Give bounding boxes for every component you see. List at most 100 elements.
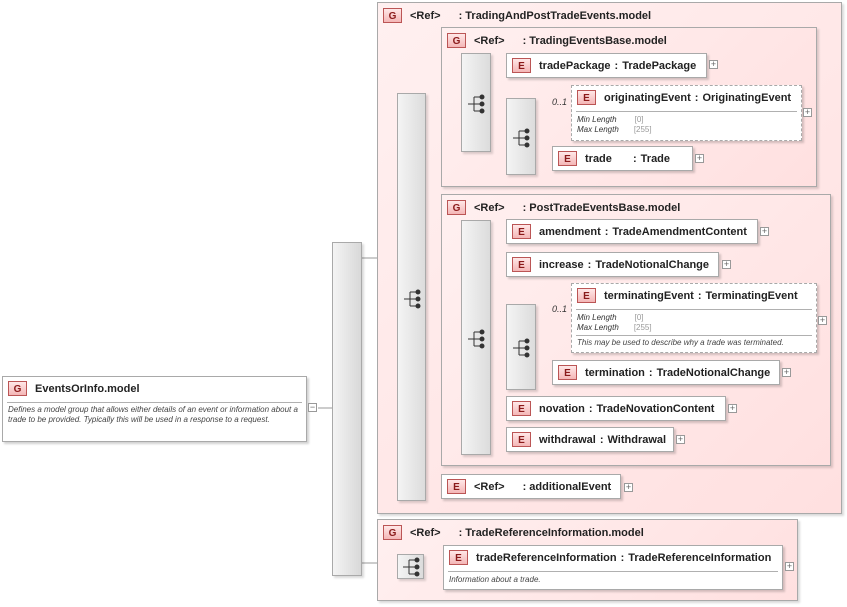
- length-facets: Min Length[0] Max Length[255]: [577, 115, 652, 134]
- element-badge-icon: E: [512, 257, 531, 272]
- divider: [576, 309, 812, 310]
- trade-reference-information-element[interactable]: E tradeReferenceInformation : TradeRefer…: [443, 545, 783, 590]
- expand-icon[interactable]: +: [624, 482, 633, 492]
- collapse-icon[interactable]: −: [308, 402, 317, 412]
- element-name: increase: [539, 258, 584, 271]
- expand-icon[interactable]: +: [709, 59, 718, 69]
- termination-element[interactable]: E termination : TradeNotionalChange: [552, 360, 780, 385]
- element-type: TerminatingEvent: [705, 289, 798, 302]
- sequence-compositor-icon: [403, 557, 420, 577]
- element-type: Withdrawal: [607, 433, 667, 446]
- sequence-bar[interactable]: [461, 220, 491, 455]
- originating-event-element[interactable]: E originatingEvent : OriginatingEvent Mi…: [571, 85, 802, 141]
- element-badge-icon: E: [447, 479, 466, 494]
- element-badge-icon: E: [512, 432, 531, 447]
- ref-label: <Ref>: [474, 34, 505, 47]
- expand-icon[interactable]: +: [785, 561, 794, 571]
- increase-element[interactable]: E increase : TradeNotionalChange: [506, 252, 719, 277]
- group-name: : TradingAndPostTradeEvents.model: [458, 9, 652, 22]
- root-header: G EventsOrInfo.model: [8, 381, 140, 396]
- group-badge-icon: G: [383, 525, 402, 540]
- element-documentation: This may be used to describe why a trade…: [577, 338, 784, 347]
- trading-base-header: G <Ref> : TradingEventsBase.model: [447, 33, 667, 48]
- divider: [576, 335, 812, 336]
- divider: [576, 111, 797, 112]
- element-documentation: Information about a trade.: [449, 575, 541, 584]
- element-name: tradeReferenceInformation: [476, 551, 617, 564]
- expand-icon[interactable]: +: [695, 153, 704, 163]
- group-badge-icon: G: [383, 8, 402, 23]
- element-name: termination: [585, 366, 645, 379]
- element-type: TradeNotionalChange: [656, 366, 771, 379]
- element-type: TradeAmendmentContent: [612, 225, 747, 238]
- withdrawal-element[interactable]: E withdrawal : Withdrawal: [506, 427, 674, 452]
- root-name: EventsOrInfo.model: [35, 382, 140, 395]
- trade-package-element[interactable]: E tradePackage : TradePackage: [506, 53, 707, 78]
- expand-icon[interactable]: +: [803, 107, 812, 117]
- element-name: originatingEvent: [604, 91, 691, 104]
- expand-icon[interactable]: +: [722, 259, 731, 269]
- ref-label: <Ref>: [474, 480, 505, 493]
- ref-label: <Ref>: [474, 201, 505, 214]
- expand-icon[interactable]: +: [676, 434, 685, 444]
- expand-icon[interactable]: +: [728, 403, 737, 413]
- divider: [7, 402, 302, 403]
- choice-bar[interactable]: [332, 242, 362, 576]
- element-badge-icon: E: [512, 224, 531, 239]
- sequence-compositor-icon: [468, 329, 485, 349]
- element-name: withdrawal: [539, 433, 596, 446]
- sequence-compositor-icon: [404, 289, 421, 309]
- expand-icon[interactable]: +: [760, 226, 769, 236]
- element-badge-icon: E: [558, 151, 577, 166]
- element-badge-icon: E: [577, 288, 596, 303]
- group-badge-icon: G: [447, 200, 466, 215]
- group-badge-icon: G: [447, 33, 466, 48]
- element-badge-icon: E: [577, 90, 596, 105]
- element-type: TradePackage: [622, 59, 697, 72]
- element-name: : additionalEvent: [522, 480, 612, 493]
- choice-compositor-icon: [513, 338, 530, 358]
- trade-element[interactable]: E trade : Trade: [552, 146, 693, 171]
- element-name: amendment: [539, 225, 601, 238]
- choice-compositor-icon: [513, 128, 530, 148]
- length-facets: Min Length[0] Max Length[255]: [577, 313, 652, 332]
- group-badge-icon: G: [8, 381, 27, 396]
- element-name: terminatingEvent: [604, 289, 694, 302]
- element-type: Trade: [640, 152, 671, 165]
- additional-event-element[interactable]: E <Ref> : additionalEvent: [441, 474, 621, 499]
- ref-label: <Ref>: [410, 9, 441, 22]
- expand-icon[interactable]: +: [818, 315, 827, 325]
- sequence-box[interactable]: [397, 554, 424, 579]
- element-badge-icon: E: [512, 401, 531, 416]
- sequence-bar[interactable]: [397, 93, 426, 501]
- post-base-header: G <Ref> : PostTradeEventsBase.model: [447, 200, 680, 215]
- ref-label: <Ref>: [410, 526, 441, 539]
- amendment-element[interactable]: E amendment : TradeAmendmentContent: [506, 219, 758, 244]
- novation-element[interactable]: E novation : TradeNovationContent: [506, 396, 726, 421]
- choice-bar[interactable]: [506, 304, 536, 390]
- trading-post-header: G <Ref> : TradingAndPostTradeEvents.mode…: [383, 8, 651, 23]
- sequence-bar[interactable]: [461, 53, 491, 152]
- element-name: tradePackage: [539, 59, 611, 72]
- group-name: : PostTradeEventsBase.model: [522, 201, 681, 214]
- choice-bar[interactable]: [506, 98, 536, 175]
- group-name: : TradingEventsBase.model: [522, 34, 667, 47]
- occurrence-label: 0..1: [552, 97, 568, 107]
- events-or-info-model-group[interactable]: G EventsOrInfo.model Defines a model gro…: [2, 376, 307, 442]
- element-name: novation: [539, 402, 585, 415]
- divider: [448, 571, 778, 572]
- occurrence-label: 0..1: [552, 304, 568, 314]
- element-type: TradeNovationContent: [596, 402, 715, 415]
- group-name: : TradeReferenceInformation.model: [458, 526, 644, 539]
- element-type: TradeReferenceInformation: [628, 551, 772, 564]
- element-badge-icon: E: [558, 365, 577, 380]
- element-name: trade: [585, 152, 612, 165]
- trade-reference-header: G <Ref> : TradeReferenceInformation.mode…: [383, 525, 644, 540]
- element-type: TradeNotionalChange: [595, 258, 710, 271]
- expand-icon[interactable]: +: [782, 367, 791, 377]
- terminating-event-element[interactable]: E terminatingEvent : TerminatingEvent Mi…: [571, 283, 817, 353]
- root-documentation: Defines a model group that allows either…: [8, 405, 298, 424]
- element-badge-icon: E: [449, 550, 468, 565]
- sequence-compositor-icon: [468, 94, 485, 114]
- element-type: OriginatingEvent: [702, 91, 792, 104]
